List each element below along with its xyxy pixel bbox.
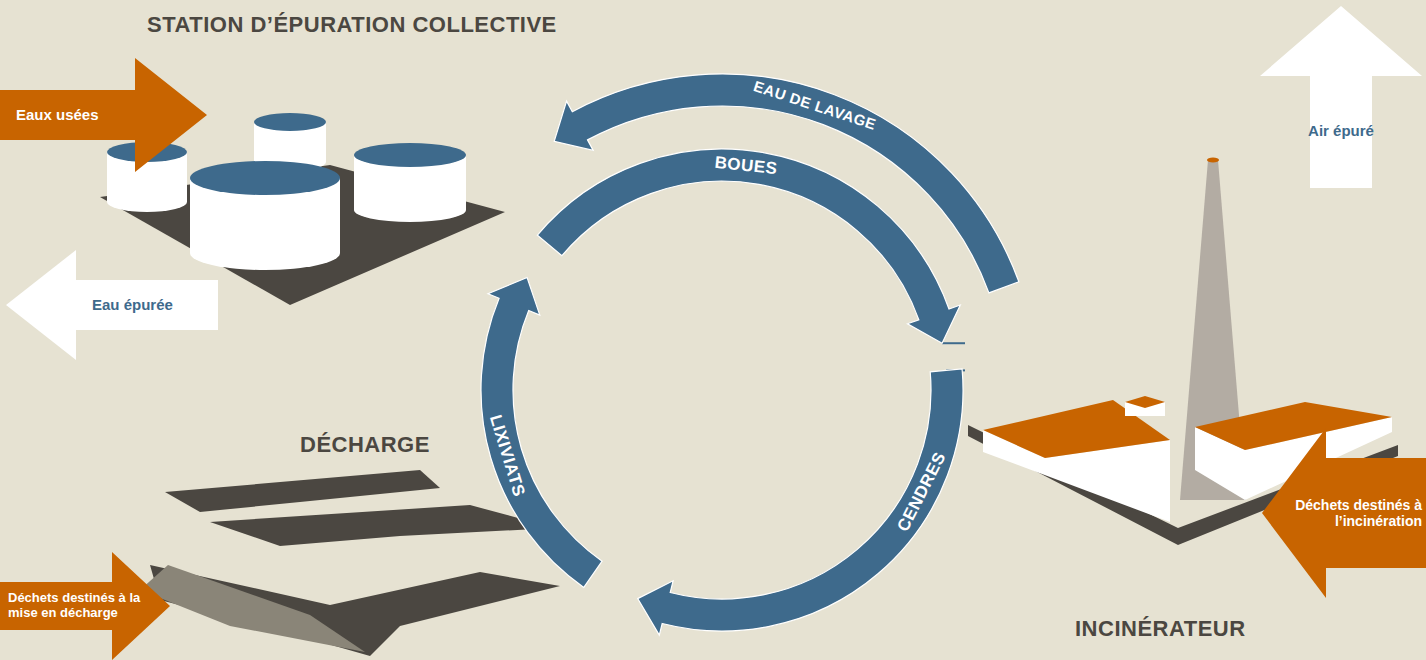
flow-arrow	[638, 369, 965, 635]
flow-arrow	[554, 74, 1019, 293]
arrow-shape	[1260, 6, 1422, 188]
facility-title: INCINÉRATEUR	[965, 150, 1405, 650]
flow-arrow	[537, 149, 965, 343]
flow-arrow	[481, 278, 602, 588]
outflow-arrow: Air épuré	[1260, 6, 1422, 188]
facility-name: DÉCHARGE	[300, 432, 430, 457]
facility-title: STATION D’ÉPURATION COLLECTIVE	[100, 8, 580, 308]
inflow-arrow: Déchets destinés à la mise en décharge	[0, 552, 170, 660]
landfill-drawing	[140, 470, 560, 656]
facility-title: DÉCHARGE	[140, 428, 645, 656]
arrow-label: Eaux usées	[16, 90, 134, 140]
arrow-label: Air épuré	[1308, 88, 1374, 174]
arrow-label: Eau épurée	[92, 280, 214, 330]
facility-name: STATION D’ÉPURATION COLLECTIVE	[147, 12, 557, 37]
arrow-label: Déchets destinés à l’incinération	[1290, 484, 1422, 542]
outflow-arrow: Eau épurée	[6, 250, 218, 360]
inflow-arrow: Déchets destinés à l’incinération	[1262, 428, 1426, 598]
arrow-label: Déchets destinés à la mise en décharge	[8, 582, 146, 630]
facility-name: INCINÉRATEUR	[1075, 616, 1246, 641]
inflow-arrow: Eaux usées	[0, 58, 207, 172]
